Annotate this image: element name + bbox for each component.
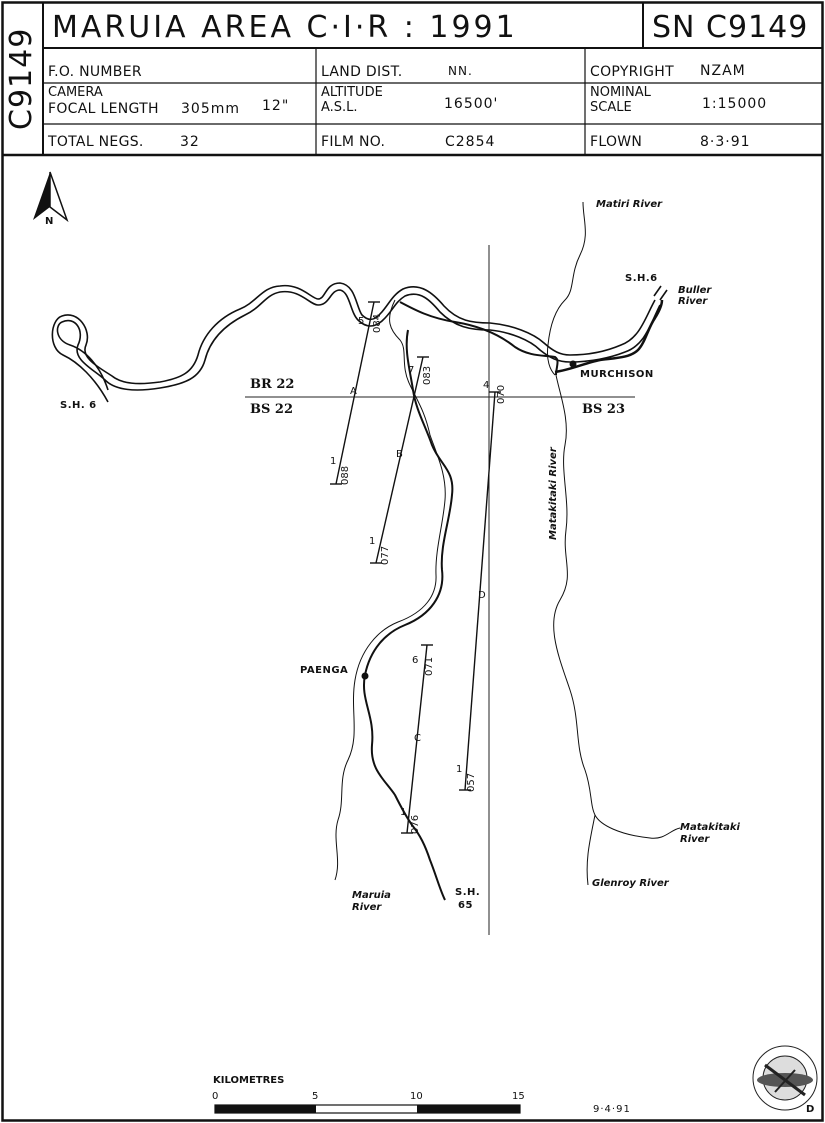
state-highway-6 bbox=[51, 282, 668, 403]
road-sh65-a: S.H. bbox=[455, 887, 481, 898]
flight-lines bbox=[330, 301, 501, 834]
run-b-start-frame: 083 bbox=[422, 365, 433, 385]
scale-tick-15: 15 bbox=[512, 1091, 525, 1102]
scale-unit: KILOMETRES bbox=[213, 1075, 285, 1086]
matakitaki-river bbox=[553, 374, 681, 886]
run-b-end-frame: 077 bbox=[380, 545, 391, 565]
maruia-river-thin bbox=[334, 299, 446, 881]
river-matakitaki-b: River bbox=[680, 834, 710, 845]
focal-length-label: FOCAL LENGTH bbox=[48, 101, 159, 117]
film-no-value: C2854 bbox=[445, 134, 496, 150]
land-dist-label: LAND DIST. bbox=[321, 64, 403, 80]
river-buller-b: River bbox=[678, 296, 708, 307]
scale-bar bbox=[214, 1104, 521, 1114]
altitude-label: ALTITUDE bbox=[321, 85, 383, 100]
place-murchison: MURCHISON bbox=[580, 369, 654, 380]
run-d-start: 4 bbox=[483, 380, 490, 391]
river-glenroy: Glenroy River bbox=[592, 878, 669, 889]
matiri-river bbox=[547, 201, 586, 376]
copyright-label: COPYRIGHT bbox=[590, 64, 674, 80]
place-paenga: PAENGA bbox=[300, 665, 349, 676]
road-sh6-east: S.H.6 bbox=[625, 273, 658, 284]
total-negs-value: 32 bbox=[180, 134, 200, 150]
focal-length-mm: 305mm bbox=[181, 101, 240, 117]
run-c-end: 1 bbox=[400, 807, 407, 818]
north-arrow-icon bbox=[33, 171, 69, 223]
murchison-dot bbox=[569, 360, 577, 368]
nz-aerial-mapping-logo-icon bbox=[752, 1045, 818, 1111]
river-maruia-b: River bbox=[352, 902, 382, 913]
scale-label: SCALE bbox=[590, 100, 632, 115]
run-b-letter: B bbox=[396, 449, 403, 460]
altitude-value: 16500' bbox=[444, 96, 499, 112]
state-highway-6-east bbox=[554, 299, 664, 374]
run-a-end: 1 bbox=[330, 456, 337, 467]
river-matiri: Matiri River bbox=[596, 199, 663, 210]
run-d-start-frame: 070 bbox=[496, 384, 507, 404]
run-a-end-frame: 088 bbox=[340, 465, 351, 485]
run-a-start: 5 bbox=[358, 316, 365, 327]
run-c-start: 6 bbox=[412, 655, 419, 666]
flown-label: FLOWN bbox=[590, 134, 643, 150]
footer-letter: D bbox=[806, 1104, 815, 1115]
road-sh6-west: S.H. 6 bbox=[60, 400, 97, 411]
river-maruia-a: Maruia bbox=[352, 890, 391, 901]
run-a-letter: A bbox=[350, 386, 357, 397]
run-b-start: 7 bbox=[408, 365, 415, 376]
run-d-end: 1 bbox=[456, 764, 463, 775]
run-c-end-frame: 076 bbox=[410, 814, 421, 834]
run-b-end: 1 bbox=[369, 536, 376, 547]
scale-tick-10: 10 bbox=[410, 1091, 423, 1102]
sheet-label-br22: BR 22 bbox=[250, 377, 295, 392]
scale-tick-5: 5 bbox=[312, 1091, 319, 1102]
maruia-river bbox=[363, 329, 454, 901]
footer-date: 9·4·91 bbox=[593, 1104, 631, 1115]
sheet-label-bs22: BS 22 bbox=[250, 402, 293, 417]
total-negs-label: TOTAL NEGS. bbox=[48, 134, 144, 150]
run-c-letter: C bbox=[414, 733, 421, 744]
copyright-value: NZAM bbox=[700, 63, 746, 79]
film-no-label: FILM NO. bbox=[321, 134, 386, 150]
side-sheet-id: C9149 bbox=[4, 27, 39, 130]
road-sh65-b: 65 bbox=[458, 900, 473, 911]
scale-value: 1:15000 bbox=[702, 96, 768, 112]
run-d-end-frame: 057 bbox=[466, 772, 477, 792]
buller-river bbox=[399, 301, 559, 376]
nominal-label: NOMINAL bbox=[590, 85, 651, 100]
land-dist-value: NN. bbox=[448, 64, 473, 78]
fo-number-label: F.O. NUMBER bbox=[48, 64, 142, 80]
run-a-start-frame: 084 bbox=[372, 313, 383, 333]
sheet-label-bs23: BS 23 bbox=[582, 402, 625, 417]
focal-length-in: 12" bbox=[262, 98, 290, 114]
run-c-start-frame: 071 bbox=[424, 656, 435, 676]
run-d-letter: D bbox=[478, 590, 486, 601]
paenga-dot bbox=[361, 672, 369, 680]
page-title: MARUIA AREA C·I·R : 1991 bbox=[52, 10, 518, 45]
asl-label: A.S.L. bbox=[321, 100, 358, 115]
camera-label: CAMERA bbox=[48, 85, 103, 100]
river-matakitaki-vertical: Matakitaki River bbox=[548, 447, 559, 540]
river-buller-a: Buller bbox=[678, 285, 712, 296]
scale-tick-0: 0 bbox=[212, 1091, 219, 1102]
north-label: N bbox=[45, 216, 54, 227]
serial-number: SN C9149 bbox=[652, 10, 809, 45]
river-matakitaki-a: Matakitaki bbox=[680, 822, 740, 833]
flown-value: 8·3·91 bbox=[700, 134, 751, 150]
